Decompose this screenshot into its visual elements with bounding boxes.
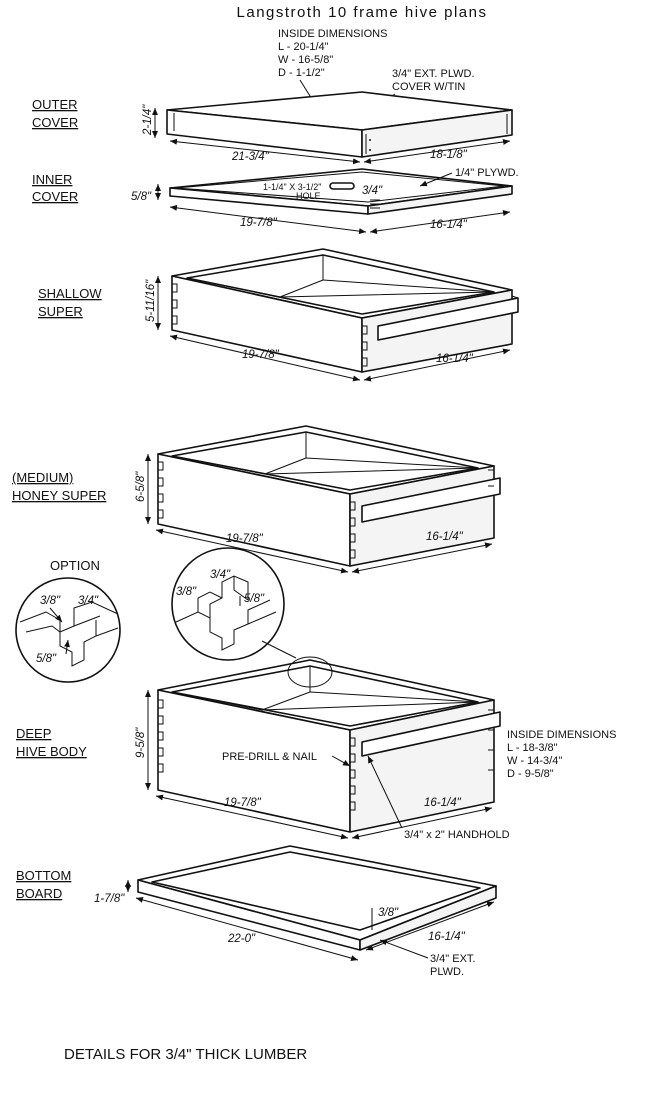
option-b: 3/4": [78, 595, 99, 607]
detail-a: 3/8": [176, 586, 197, 598]
inner-rim: 3/4": [362, 185, 383, 197]
option-c: 5/8": [36, 653, 57, 665]
medium-super: (MEDIUM) HONEY SUPER 6-5/8" 19-7/8" 16-1…: [12, 425, 501, 574]
bottom-length: 22-0": [227, 933, 256, 945]
inner-cover-label-1: INNER: [32, 172, 72, 187]
inner-cover: INNER COVER 1-1/4" X 3-1/2" HOLE 3/4" 1/…: [32, 167, 519, 235]
deep-inside-w: W - 14-3/4": [507, 755, 562, 767]
outer-inside-d: D - 1-1/2": [278, 67, 325, 79]
deep-nail-note: PRE-DRILL & NAIL: [222, 751, 317, 763]
outer-inside-l: L - 20-1/4": [278, 41, 329, 53]
outer-material-1: 3/4" EXT. PLWD.: [392, 68, 475, 80]
shallow-height: 5-11/16": [145, 279, 157, 322]
outer-cover: OUTER COVER INSIDE DIMENSIONS L - 20-1/4…: [32, 28, 513, 165]
shallow-label-2: SUPER: [38, 304, 83, 319]
joint-detail: 3/8" 3/4" 5/8": [171, 547, 297, 661]
deep-handhold: 3/4" x 2" HANDHOLD: [404, 829, 510, 841]
bottom-height: 1-7/8": [94, 893, 125, 905]
outer-material-2: COVER W/TIN: [392, 81, 465, 93]
footer-note: DETAILS FOR 3/4" THICK LUMBER: [64, 1046, 307, 1063]
page-title: Langstroth 10 frame hive plans: [237, 4, 488, 21]
detail-c: 5/8": [244, 593, 265, 605]
inner-material: 1/4" PLYWD.: [455, 167, 519, 179]
inner-length: 19-7/8": [240, 217, 278, 229]
inner-height: 5/8": [131, 191, 152, 203]
detail-callout-ring: [287, 656, 333, 688]
deep-label-1: DEEP: [16, 726, 51, 741]
medium-height: 6-5/8": [135, 471, 147, 502]
bottom-material-2: PLWD.: [430, 966, 464, 978]
bottom-material-1: 3/4" EXT.: [430, 953, 475, 965]
shallow-label-1: SHALLOW: [38, 286, 102, 301]
inner-cover-hole: [329, 182, 355, 190]
shallow-super: SHALLOW SUPER 5-11/16" 19-7/8" 16-1/4": [38, 248, 519, 382]
deep-inside-d: D - 9-5/8": [507, 768, 554, 780]
option-a: 3/8": [40, 595, 61, 607]
bottom-label-1: BOTTOM: [16, 868, 71, 883]
inner-hole-1: 1-1/4" X 3-1/2": [263, 182, 321, 192]
medium-label-1: (MEDIUM): [12, 470, 73, 485]
option-label: OPTION: [50, 558, 100, 573]
outer-cover-label-2: COVER: [32, 115, 78, 130]
outer-length: 21-3/4": [231, 151, 270, 163]
medium-label-2: HONEY SUPER: [12, 488, 106, 503]
deep-label-2: HIVE BODY: [16, 744, 87, 759]
shallow-width: 16-1/4": [436, 353, 474, 365]
bottom-board: BOTTOM BOARD 1-7/8" 3/8" 22-0" 16-1/4" 3…: [16, 845, 497, 978]
bottom-label-2: BOARD: [16, 886, 62, 901]
deep-length: 19-7/8": [224, 797, 262, 809]
bottom-rim: 3/8": [378, 907, 399, 919]
deep-hive-body: DEEP HIVE BODY 9-5/8" PRE-DRILL & NAIL I…: [16, 656, 616, 841]
outer-height: 2-1/4": [142, 104, 154, 136]
medium-width: 16-1/4": [426, 531, 464, 543]
outer-width: 18-1/8": [430, 149, 468, 161]
inner-cover-label-2: COVER: [32, 189, 78, 204]
deep-inside-l: L - 18-3/8": [507, 742, 558, 754]
option-detail: OPTION 3/8" 3/4" 5/8": [15, 558, 121, 683]
deep-height: 9-5/8": [135, 727, 147, 758]
deep-width: 16-1/4": [424, 797, 462, 809]
bottom-width: 16-1/4": [428, 931, 466, 943]
shallow-length: 19-7/8": [242, 349, 280, 361]
inner-width: 16-1/4": [430, 219, 468, 231]
deep-inside-title: INSIDE DIMENSIONS: [507, 729, 616, 741]
outer-cover-label-1: OUTER: [32, 97, 78, 112]
outer-inside-w: W - 16-5/8": [278, 54, 333, 66]
outer-inside-title: INSIDE DIMENSIONS: [278, 28, 387, 40]
medium-length: 19-7/8": [226, 533, 264, 545]
detail-b: 3/4": [210, 569, 231, 581]
inner-hole-2: HOLE: [296, 191, 321, 201]
